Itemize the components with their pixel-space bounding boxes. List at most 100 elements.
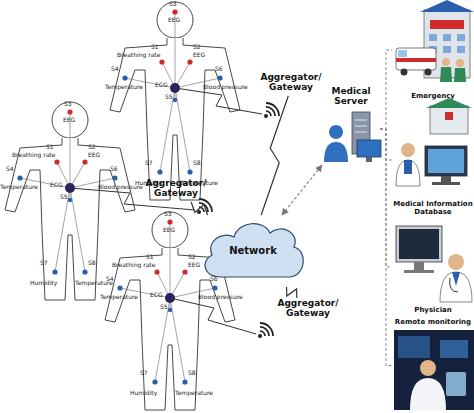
sensor-label: S5 — [165, 94, 173, 100]
illustration-part — [443, 46, 451, 53]
illustration-part — [357, 140, 381, 157]
illustration-part — [404, 160, 412, 174]
sensor-label: ECG — [150, 292, 163, 298]
network-link — [380, 129, 392, 267]
sensor-label: S7 — [140, 370, 148, 376]
node-label: Network — [229, 245, 277, 257]
network-link — [380, 50, 392, 129]
illustration-part — [396, 160, 420, 186]
illustration-part — [425, 146, 467, 176]
illustration-part — [401, 143, 415, 157]
illustration-part — [399, 229, 439, 259]
sensor-label: S4 — [106, 276, 114, 282]
sensor-label: Temperature — [100, 294, 138, 300]
sensor-label: Humidity — [130, 390, 157, 396]
illustration-part — [355, 132, 367, 133]
sensor-label: Breathing rate — [117, 52, 160, 58]
sensor-label: S8 — [193, 160, 201, 166]
sensor-label: S7 — [145, 160, 153, 166]
node-label: Medical Information Database — [392, 200, 474, 216]
physician-illustration — [396, 226, 472, 302]
wifi-symbol — [262, 100, 282, 120]
wireless-link — [287, 287, 297, 298]
illustration-part — [440, 67, 452, 82]
illustration-part — [396, 48, 436, 70]
sensor-label: Blood pressure — [203, 84, 248, 90]
illustration-part — [366, 157, 372, 162]
physician-node: Physician — [392, 220, 474, 314]
illustration-part — [420, 360, 436, 376]
illustration-part — [404, 270, 434, 273]
emergency-node: Emergency — [392, 0, 474, 100]
wifi-symbol — [195, 196, 215, 216]
node-label: Aggregator/ Gateway — [272, 298, 344, 319]
illustration-part — [443, 34, 451, 41]
emergency-illustration — [396, 0, 474, 82]
illustration-part — [170, 298, 256, 334]
sensor-label: S2 — [188, 254, 196, 260]
sensor-label: S3 — [169, 1, 177, 7]
illustration-part — [355, 126, 367, 127]
illustration-part — [457, 46, 465, 53]
wireless-link — [261, 96, 288, 215]
illustration-part — [454, 68, 466, 82]
node-label: Aggregator/ Gateway — [255, 72, 327, 93]
sensor-label: S6 — [210, 276, 218, 282]
sensor-label: S8 — [88, 260, 96, 266]
body-figure — [5, 102, 135, 300]
illustration-part — [175, 88, 262, 114]
sensor-label: Temperature — [105, 84, 143, 90]
sensor-label: EEG — [168, 17, 180, 23]
wireless-link — [191, 202, 207, 215]
sensor-label: S7 — [40, 260, 48, 266]
sensor-label: S2 — [88, 144, 96, 150]
illustration-part — [401, 69, 408, 76]
sensor-label: EEG — [188, 262, 200, 268]
sensor-label: S3 — [164, 211, 172, 217]
illustration-part — [398, 336, 430, 358]
cloud-shape — [205, 224, 303, 277]
sensor-label: S1 — [46, 144, 54, 150]
wifi-symbol — [256, 320, 276, 340]
remote-monitoring-node: Remote monitoring — [392, 318, 474, 413]
illustration-part — [420, 0, 474, 12]
illustration-part — [396, 58, 436, 62]
sensor-label: S5 — [160, 304, 168, 310]
illustration-part — [430, 20, 464, 29]
illustration-part — [441, 176, 451, 182]
wireless-links — [70, 88, 262, 334]
body-figure — [110, 2, 240, 200]
illustration-part — [428, 149, 464, 173]
sensor-label: S4 — [111, 66, 119, 72]
sensor-label: ECG — [50, 182, 63, 188]
illustration-part — [440, 272, 472, 302]
illustration-part — [355, 120, 367, 121]
network-link — [380, 129, 392, 366]
gateway-box: Aggregator/ Gateway — [255, 72, 327, 96]
network-link — [380, 129, 392, 160]
sensor-label: EEG — [63, 117, 75, 123]
sensor-label: EEG — [88, 152, 100, 158]
illustration-part — [446, 372, 466, 396]
illustration-part — [414, 262, 424, 270]
sensor-label: Blood pressure — [198, 294, 243, 300]
illustration-part — [425, 69, 432, 76]
illustration-part — [432, 182, 460, 185]
server-icon — [324, 112, 381, 162]
gateway-box: Aggregator/ Gateway — [272, 298, 344, 322]
sensor-label: Humidity — [30, 280, 57, 286]
database-node: Medical Information Database — [392, 104, 474, 216]
sensor-label: S5 — [60, 194, 68, 200]
sensor-label: ECG — [155, 82, 168, 88]
remote-monitoring-illustration — [394, 330, 474, 410]
illustration-part — [457, 34, 465, 41]
illustration-part — [448, 254, 464, 270]
sensor-label: Temperature — [0, 184, 38, 190]
illustration-part — [442, 58, 450, 66]
node-label: Medical Server — [329, 86, 373, 107]
sensor-label: S2 — [193, 44, 201, 50]
node-label: Remote monitoring — [395, 318, 471, 326]
sensor-label: Breathing rate — [112, 262, 155, 268]
sensor-label: S6 — [110, 166, 118, 172]
